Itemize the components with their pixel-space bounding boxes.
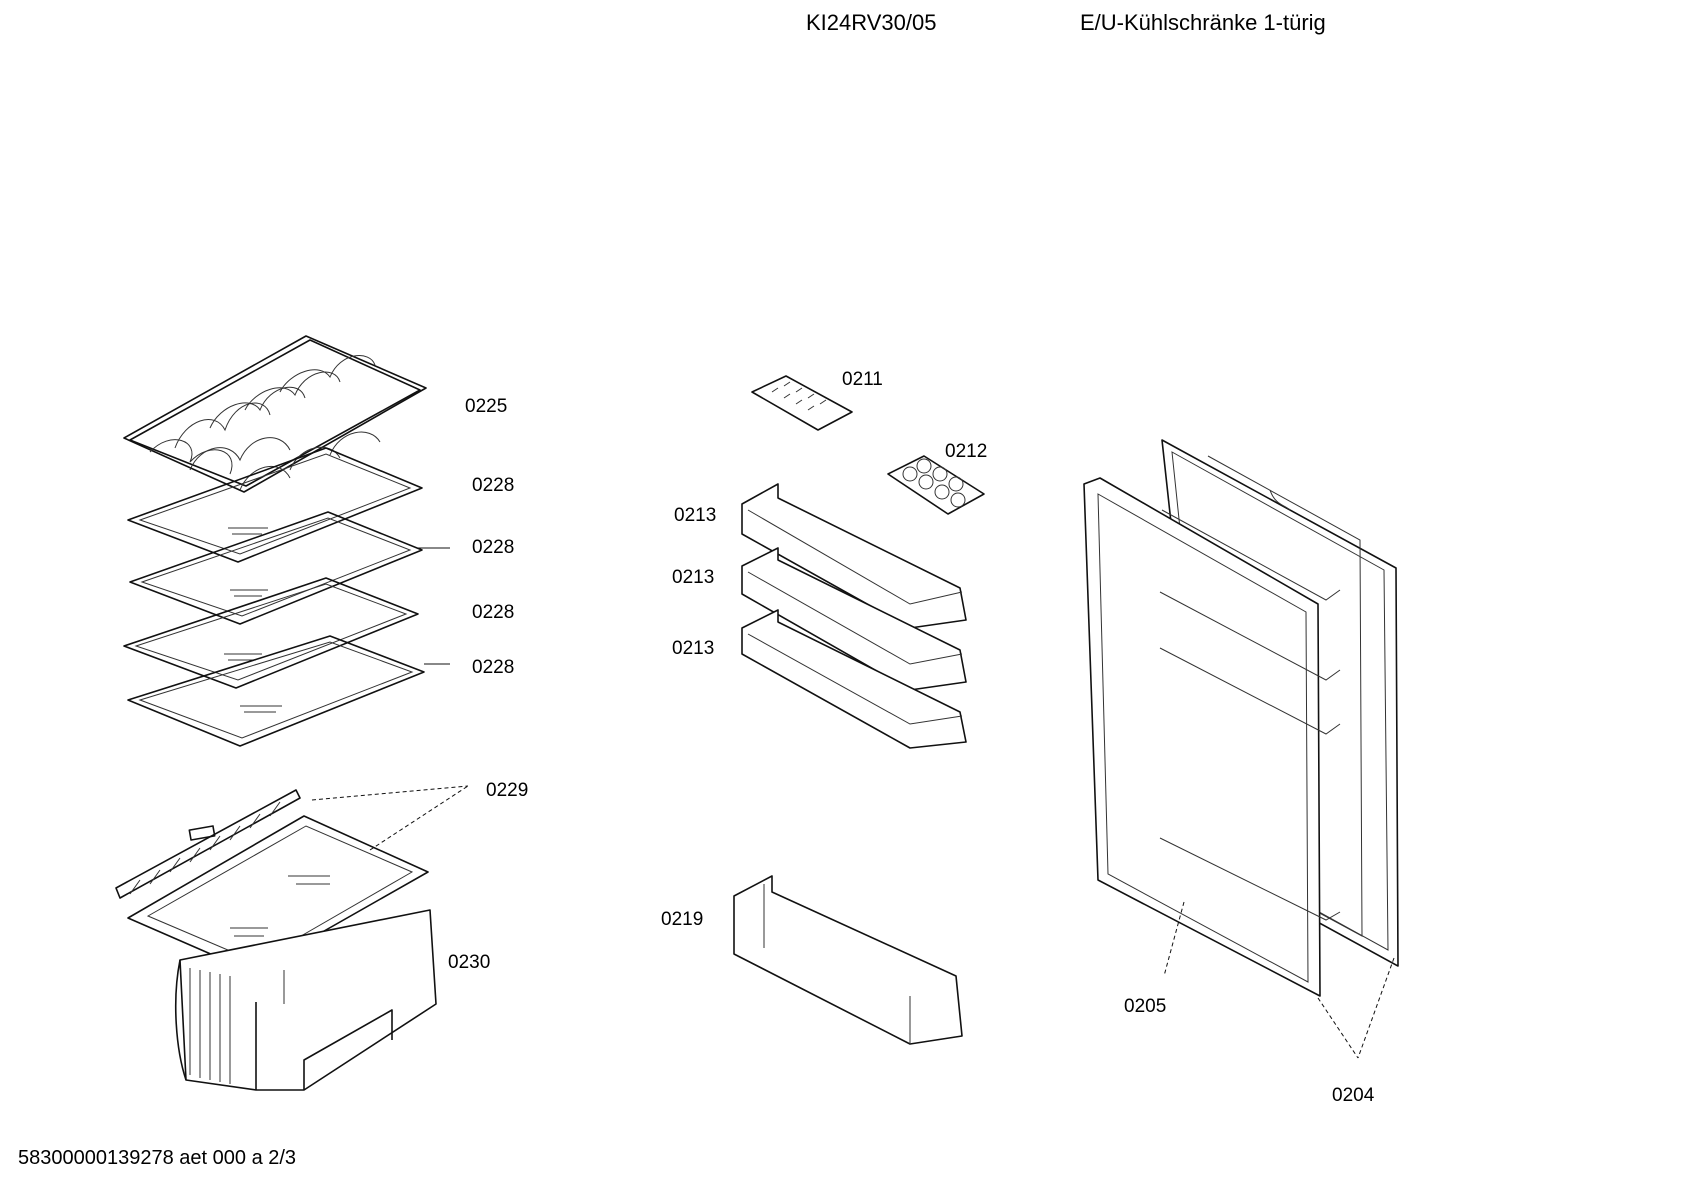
- ice-tray-part-0211: [751, 375, 853, 431]
- crisper-drawer-part-0230: [174, 909, 437, 1091]
- part-label-0229: 0229: [486, 780, 529, 801]
- part-label-0211: 0211: [842, 369, 883, 390]
- part-label-0213-2: 0213: [672, 567, 715, 588]
- glass-shelf-part-0228-2: [129, 511, 423, 625]
- part-label-0204: 0204: [1332, 1085, 1375, 1106]
- part-label-0225: 0225: [465, 396, 508, 417]
- part-label-0230: 0230: [448, 952, 491, 973]
- part-label-0213-3: 0213: [672, 638, 715, 659]
- part-label-0228-1: 0228: [472, 475, 515, 496]
- glass-shelf-part-0228-3: [123, 577, 419, 689]
- bottle-rack-part-0219: [733, 875, 963, 1045]
- part-label-0219: 0219: [661, 909, 704, 930]
- document-id-footer: 58300000139278 aet 000 a 2/3: [18, 1147, 297, 1169]
- part-label-0228-2: 0228: [472, 537, 515, 558]
- part-label-0213-1: 0213: [674, 505, 717, 526]
- part-label-0228-4: 0228: [472, 657, 515, 678]
- egg-tray-part-0212: [887, 455, 985, 515]
- part-label-0205: 0205: [1124, 996, 1167, 1017]
- door-gasket-part-0205: [1083, 477, 1341, 997]
- glass-shelf-part-0228-1: [127, 447, 423, 563]
- part-label-0212: 0212: [945, 441, 988, 462]
- wine-rack-part-0225: [123, 335, 427, 493]
- glass-shelf-part-0228-4: [127, 635, 425, 747]
- door-rack-part-0213-3: [741, 609, 967, 749]
- part-label-0228-3: 0228: [472, 602, 515, 623]
- appliance-description: E/U-Kühlschränke 1-türig: [1080, 10, 1326, 35]
- leader-lines: [311, 547, 1395, 1059]
- door-rack-part-0213-1: [741, 483, 967, 629]
- door-rack-part-0213-2: [741, 547, 967, 691]
- model-number: KI24RV30/05: [806, 10, 937, 35]
- glass-plate-part-0229: [115, 789, 429, 973]
